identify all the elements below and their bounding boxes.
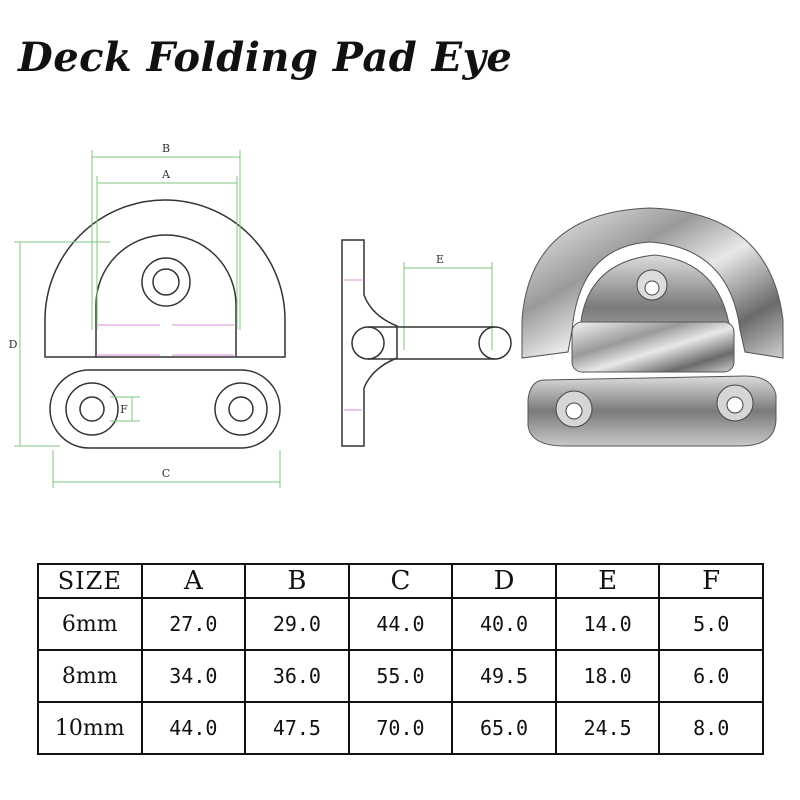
value-cell-a: 27.0 bbox=[140, 597, 247, 651]
size-cell: 6mm bbox=[37, 597, 143, 651]
page-title: Deck Folding Pad Eye bbox=[18, 34, 513, 81]
table-header-row: SIZE A B C D E F bbox=[37, 563, 764, 599]
value-cell-e: 14.0 bbox=[554, 597, 661, 651]
table-row: 10mm 44.0 47.5 70.0 65.0 24.5 8.0 bbox=[37, 701, 764, 755]
value-cell-f: 6.0 bbox=[658, 649, 764, 703]
header-b: B bbox=[244, 563, 350, 599]
value-cell-c: 55.0 bbox=[347, 649, 454, 703]
header-c: C bbox=[347, 563, 454, 599]
size-cell: 10mm bbox=[37, 701, 143, 755]
right-hole-outer bbox=[214, 382, 268, 436]
top-hole-inner bbox=[152, 268, 180, 296]
value-cell-a: 44.0 bbox=[140, 701, 247, 755]
photo-hinge bbox=[571, 321, 735, 373]
top-hole-outer bbox=[141, 257, 191, 307]
ring-outer bbox=[44, 199, 286, 358]
value-cell-f: 5.0 bbox=[658, 597, 764, 651]
header-a: A bbox=[140, 563, 247, 599]
value-cell-f: 8.0 bbox=[658, 701, 764, 755]
value-cell-d: 65.0 bbox=[451, 701, 557, 755]
dim-label-d: D bbox=[9, 338, 18, 351]
table-row: 8mm 34.0 36.0 55.0 49.5 18.0 6.0 bbox=[37, 649, 764, 703]
photo-ring bbox=[521, 207, 784, 359]
value-cell-e: 24.5 bbox=[554, 701, 661, 755]
value-cell-b: 29.0 bbox=[244, 597, 350, 651]
ring-end-section bbox=[478, 326, 512, 360]
dim-label-a: A bbox=[161, 168, 171, 181]
value-cell-b: 47.5 bbox=[244, 701, 350, 755]
value-cell-d: 40.0 bbox=[451, 597, 557, 651]
dim-label-e: E bbox=[436, 253, 444, 266]
side-view bbox=[341, 239, 512, 447]
size-cell: 8mm bbox=[37, 649, 143, 703]
value-cell-d: 49.5 bbox=[451, 649, 557, 703]
left-hole-inner bbox=[79, 396, 105, 422]
front-view bbox=[44, 199, 286, 449]
value-cell-c: 44.0 bbox=[347, 597, 454, 651]
hidden-lines bbox=[98, 324, 234, 356]
side-hidden-lines bbox=[344, 279, 362, 411]
dimension-lines bbox=[14, 150, 493, 488]
header-e: E bbox=[554, 563, 661, 599]
table-row: 6mm 27.0 29.0 44.0 40.0 14.0 5.0 bbox=[37, 597, 764, 651]
header-size: SIZE bbox=[37, 563, 143, 599]
base-plate bbox=[49, 369, 281, 449]
dim-label-f: F bbox=[120, 403, 128, 416]
dim-label-c: C bbox=[162, 467, 170, 480]
left-hole-outer bbox=[65, 382, 119, 436]
value-cell-e: 18.0 bbox=[554, 649, 661, 703]
dim-label-b: B bbox=[162, 142, 170, 155]
side-profile bbox=[341, 239, 398, 447]
specs-table: SIZE A B C D E F 6mm 27.0 29.0 44.0 40.0… bbox=[37, 563, 764, 755]
header-f: F bbox=[658, 563, 764, 599]
value-cell-b: 36.0 bbox=[244, 649, 350, 703]
header-d: D bbox=[451, 563, 557, 599]
value-cell-c: 70.0 bbox=[347, 701, 454, 755]
value-cell-a: 34.0 bbox=[140, 649, 247, 703]
photo-base bbox=[527, 375, 777, 447]
product-photo bbox=[521, 207, 784, 447]
technical-drawing: B A D C F E bbox=[9, 142, 784, 488]
side-ring-section bbox=[351, 326, 385, 360]
ring-inner bbox=[95, 234, 237, 357]
right-hole-inner bbox=[228, 396, 254, 422]
dimension-text: B A D C F E bbox=[9, 142, 444, 480]
